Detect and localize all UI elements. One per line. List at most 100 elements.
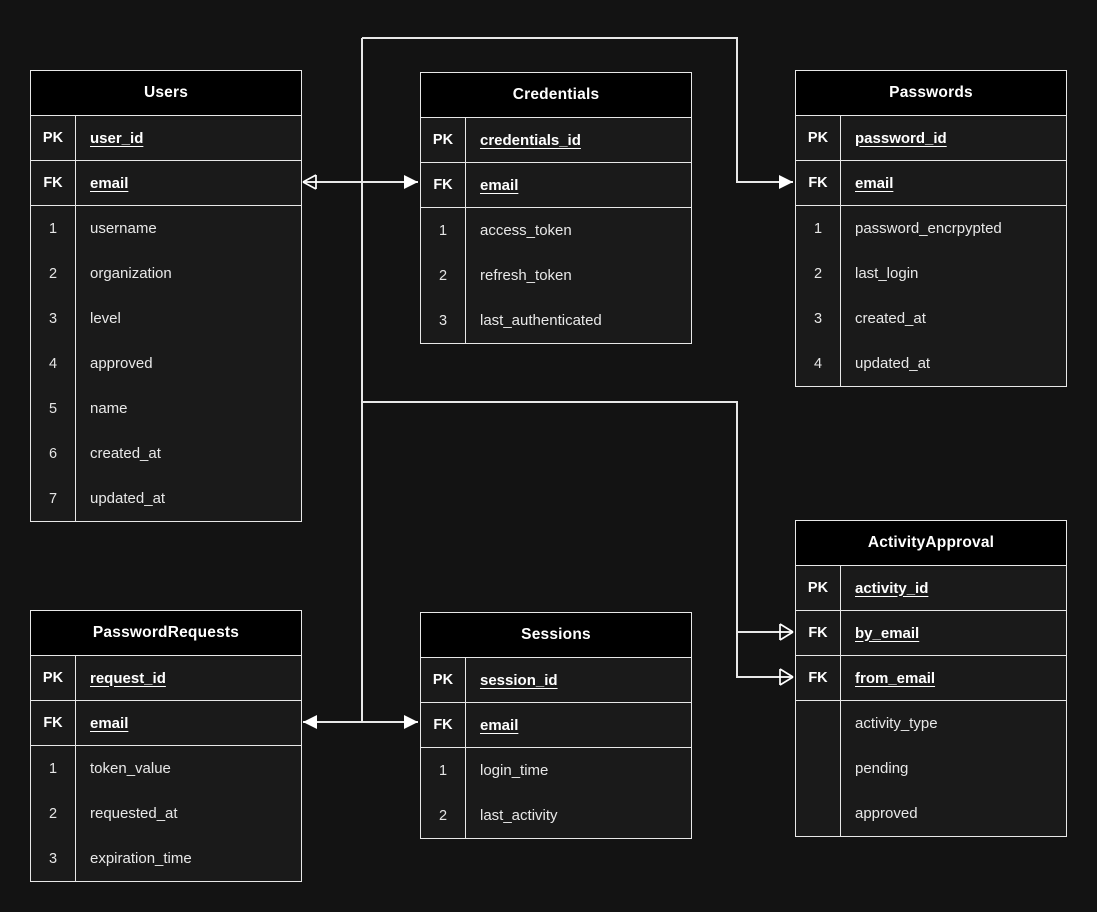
row-key: PK	[421, 658, 466, 702]
entity-activityapproval[interactable]: ActivityApproval PK activity_id FK by_em…	[795, 520, 1067, 837]
row-name: approved	[90, 355, 153, 372]
table-row[interactable]: FK email	[796, 161, 1066, 206]
table-row[interactable]: FK from_email	[796, 656, 1066, 701]
row-name: login_time	[480, 762, 549, 779]
table-row[interactable]: activity_type	[796, 701, 1066, 746]
link-activityapproval-from	[736, 632, 793, 678]
table-row[interactable]: 1 username	[31, 206, 301, 251]
row-name: token_value	[90, 760, 171, 777]
arrowhead-credentials	[404, 175, 418, 189]
table-row[interactable]: 3 level	[31, 296, 301, 341]
table-row[interactable]: pending	[796, 746, 1066, 791]
entity-title-sessions: Sessions	[421, 613, 691, 658]
table-row[interactable]: 7 updated_at	[31, 476, 301, 521]
row-name: requested_at	[90, 805, 178, 822]
table-row[interactable]: PK session_id	[421, 658, 691, 703]
row-key	[796, 701, 841, 746]
row-name: session_id	[480, 671, 558, 689]
row-name: approved	[855, 805, 918, 822]
crowsfoot-activity-from-email	[779, 668, 794, 686]
row-key: 2	[796, 251, 841, 296]
table-row[interactable]: PK activity_id	[796, 566, 1066, 611]
row-key: FK	[421, 163, 466, 207]
row-name: credentials_id	[480, 131, 581, 149]
entity-users[interactable]: Users PK user_id FK email 1 username 2 o…	[30, 70, 302, 522]
table-row[interactable]: 6 created_at	[31, 431, 301, 476]
row-key: 3	[31, 296, 76, 341]
row-key: 3	[796, 296, 841, 341]
row-key: 4	[31, 341, 76, 386]
table-row[interactable]: 5 name	[31, 386, 301, 431]
table-row[interactable]: PK password_id	[796, 116, 1066, 161]
row-name: email	[855, 174, 894, 192]
table-row[interactable]: FK email	[31, 701, 301, 746]
row-key	[796, 746, 841, 791]
table-row[interactable]: 2 last_login	[796, 251, 1066, 296]
row-name: username	[90, 220, 157, 237]
row-key: 2	[31, 791, 76, 836]
row-key: 1	[796, 206, 841, 251]
row-key	[796, 791, 841, 836]
table-row[interactable]: 1 token_value	[31, 746, 301, 791]
row-name: request_id	[90, 669, 166, 687]
entity-title-activityapproval: ActivityApproval	[796, 521, 1066, 566]
row-key: FK	[796, 161, 841, 205]
row-key: FK	[31, 161, 76, 205]
row-name: password_id	[855, 129, 947, 147]
row-key: 5	[31, 386, 76, 431]
row-name: last_login	[855, 265, 919, 282]
row-key: FK	[796, 656, 841, 700]
row-name: email	[480, 716, 519, 734]
table-row[interactable]: 4 updated_at	[796, 341, 1066, 386]
row-name: by_email	[855, 624, 920, 642]
row-key: PK	[31, 116, 76, 160]
row-name: email	[90, 174, 129, 192]
row-key: FK	[31, 701, 76, 745]
row-key: 1	[31, 206, 76, 251]
table-row[interactable]: FK by_email	[796, 611, 1066, 656]
table-row[interactable]: 1 access_token	[421, 208, 691, 253]
table-row[interactable]: 3 last_authenticated	[421, 298, 691, 343]
table-row[interactable]: PK credentials_id	[421, 118, 691, 163]
table-row[interactable]: 4 approved	[31, 341, 301, 386]
entity-credentials[interactable]: Credentials PK credentials_id FK email 1…	[420, 72, 692, 344]
table-row[interactable]: 2 requested_at	[31, 791, 301, 836]
link-users-activityapproval	[362, 401, 793, 633]
row-name: activity_id	[855, 579, 929, 597]
row-name: last_authenticated	[480, 312, 602, 329]
table-row[interactable]: 2 organization	[31, 251, 301, 296]
table-row[interactable]: PK request_id	[31, 656, 301, 701]
table-row[interactable]: 2 last_activity	[421, 793, 691, 838]
row-name: activity_type	[855, 715, 938, 732]
table-row[interactable]: PK user_id	[31, 116, 301, 161]
table-row[interactable]: 2 refresh_token	[421, 253, 691, 298]
entity-passwordrequests[interactable]: PasswordRequests PK request_id FK email …	[30, 610, 302, 882]
row-name: last_activity	[480, 807, 558, 824]
table-row[interactable]: approved	[796, 791, 1066, 836]
table-row[interactable]: 3 created_at	[796, 296, 1066, 341]
crowsfoot-activity-by-email	[779, 623, 794, 641]
row-name: password_encrpypted	[855, 220, 1002, 237]
arrowhead-sessions	[404, 715, 418, 729]
row-key: 3	[421, 298, 466, 343]
entity-passwords[interactable]: Passwords PK password_id FK email 1 pass…	[795, 70, 1067, 387]
row-name: name	[90, 400, 128, 417]
row-key: 1	[421, 748, 466, 793]
row-key: 2	[31, 251, 76, 296]
arrowhead-passwordrequests	[303, 715, 317, 729]
row-key: FK	[796, 611, 841, 655]
arrowhead-passwords	[779, 175, 793, 189]
table-row[interactable]: 1 password_encrpypted	[796, 206, 1066, 251]
table-row[interactable]: FK email	[421, 703, 691, 748]
table-row[interactable]: 1 login_time	[421, 748, 691, 793]
table-row[interactable]: 3 expiration_time	[31, 836, 301, 881]
entity-sessions[interactable]: Sessions PK session_id FK email 1 login_…	[420, 612, 692, 839]
row-name: updated_at	[90, 490, 166, 507]
row-key: PK	[31, 656, 76, 700]
row-key: 7	[31, 476, 76, 521]
table-row[interactable]: FK email	[421, 163, 691, 208]
table-row[interactable]: FK email	[31, 161, 301, 206]
row-key: PK	[421, 118, 466, 162]
entity-title-passwordrequests: PasswordRequests	[31, 611, 301, 656]
